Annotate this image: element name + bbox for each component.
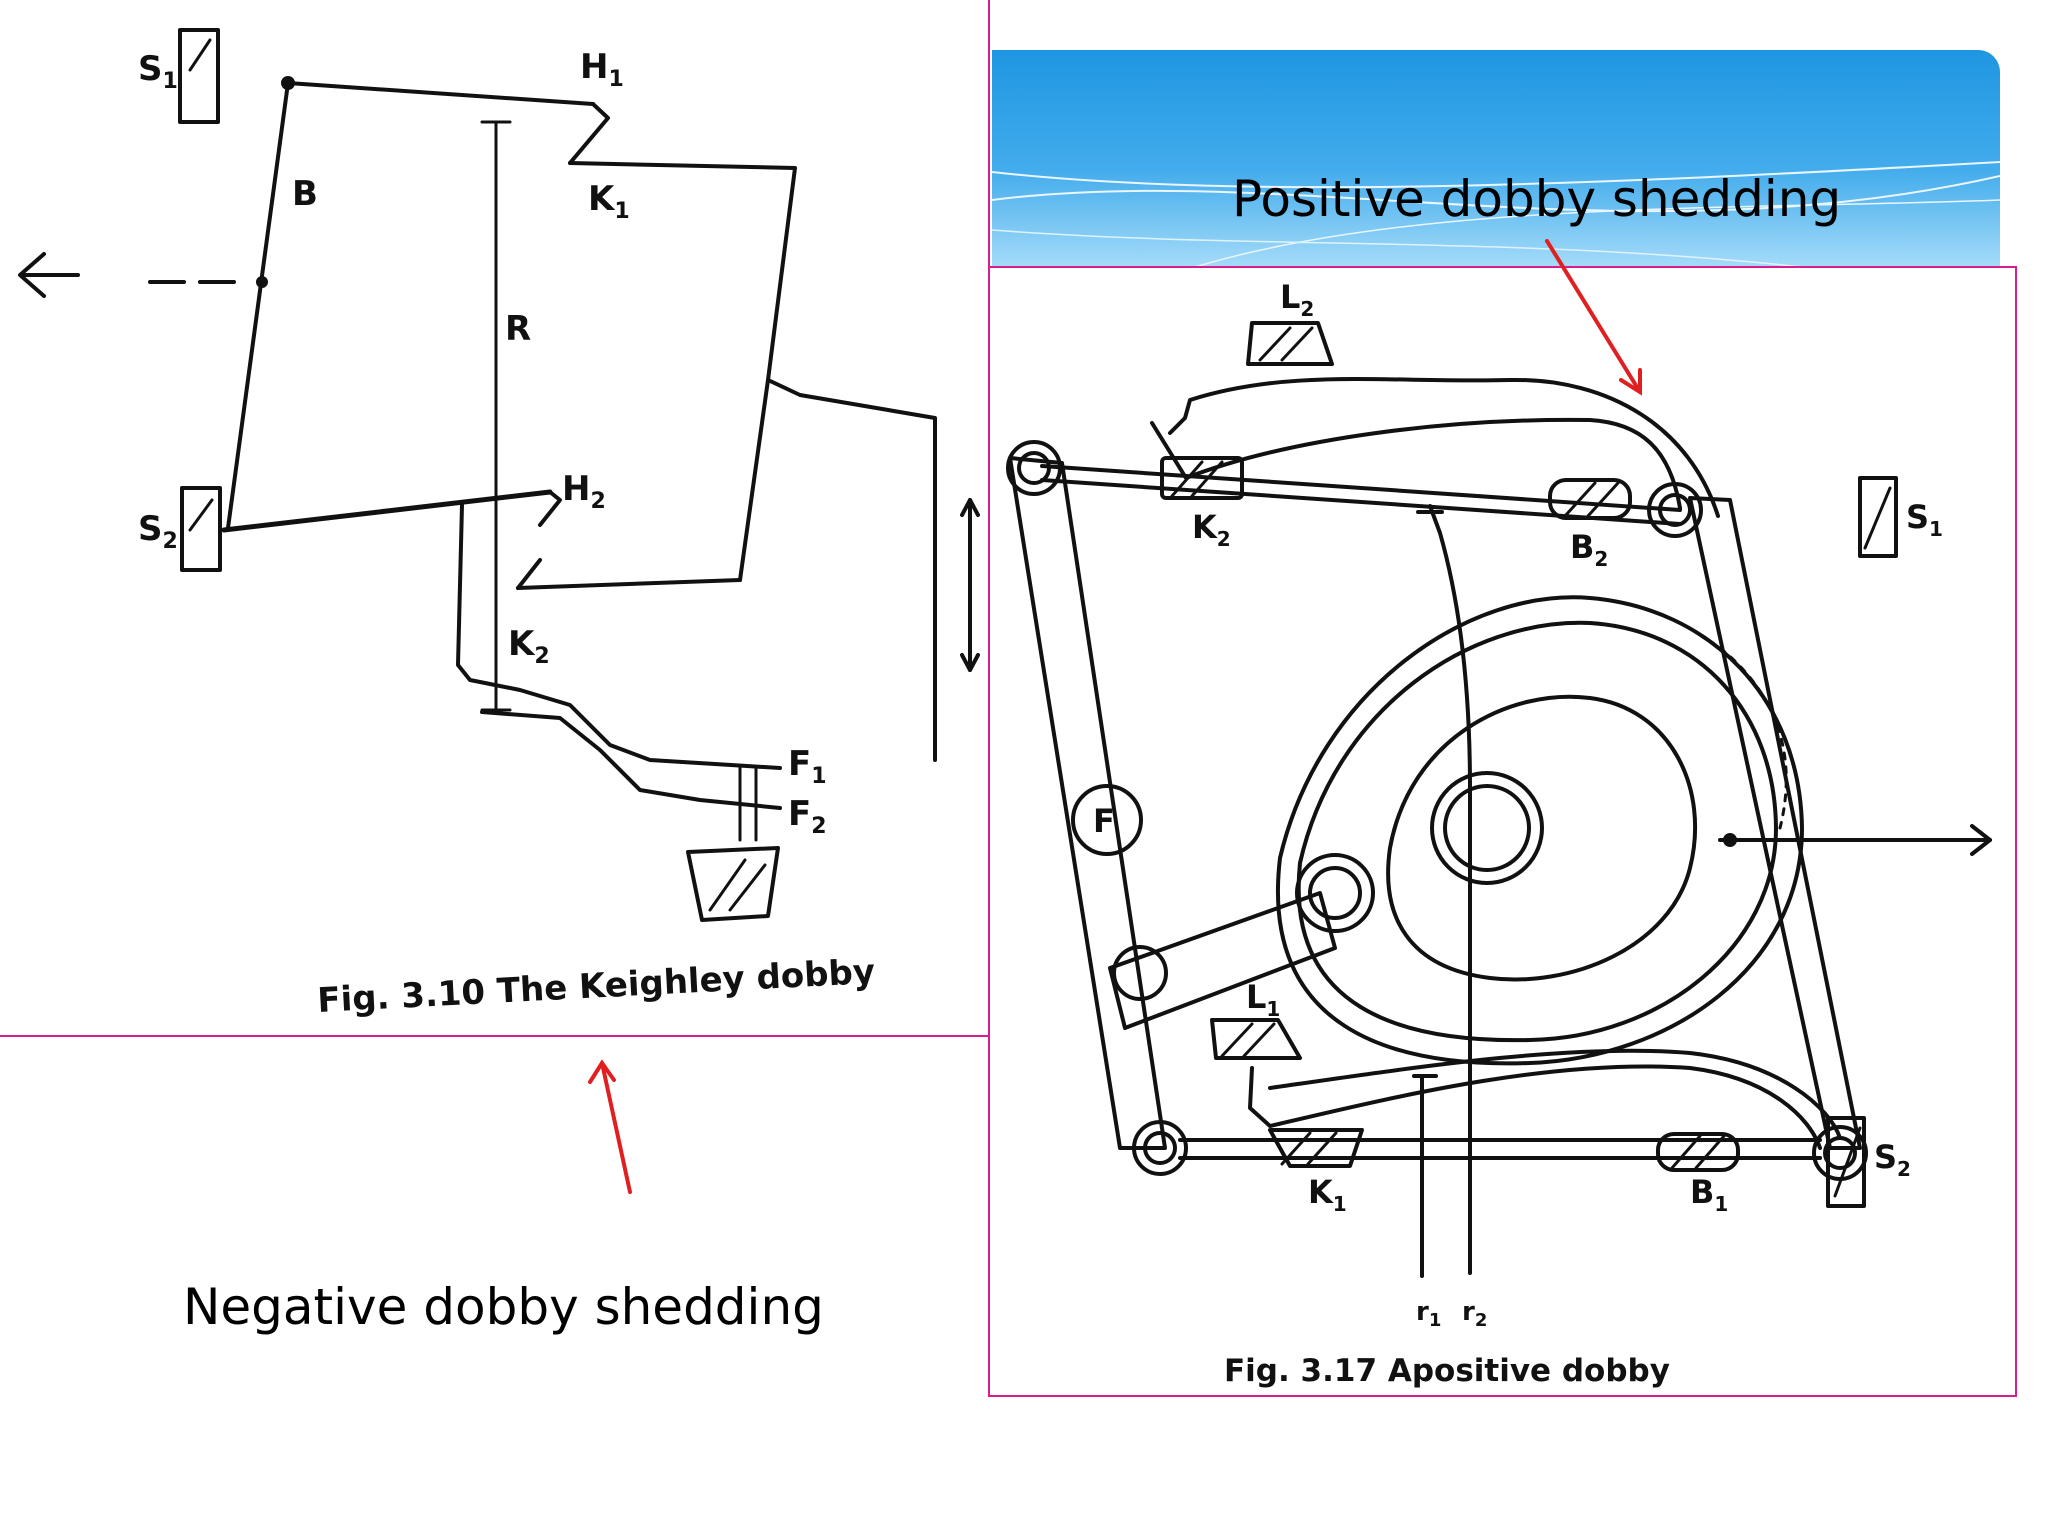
positive-pointer-arrow [1545,239,1642,394]
positive-dobby-label: Positive dobby shedding [1232,170,1842,228]
label-l1: L1 [1246,978,1280,1021]
label-k1: K1 [588,179,630,224]
negative-pointer-arrowhead [588,1059,616,1084]
label-h1: H1 [580,47,624,92]
right-figure-caption: Fig. 3.17 Apositive dobby [1224,1353,1670,1389]
label-b1: B1 [1690,1173,1728,1216]
label-b: B [292,174,318,214]
label-s1: S1 [138,49,178,94]
label-f: F [1093,802,1115,840]
label-r: R [505,309,531,349]
negative-dobby-label: Negative dobby shedding [183,1278,824,1336]
positive-pointer-arrowhead [1619,368,1642,396]
label-r1: r1 [1416,1297,1441,1331]
positive-dobby-figure: L2 K2 B2 S1 F L1 K1 B1 S2 r1 r2 Fig. 3.1… [988,266,2017,1397]
keighley-dobby-figure: S1 H1 B K1 R S2 H2 K2 F1 F2 Fig. 3.10 Th… [0,0,990,1037]
negative-pointer-arrow [600,1061,632,1194]
title-banner [992,50,2000,268]
